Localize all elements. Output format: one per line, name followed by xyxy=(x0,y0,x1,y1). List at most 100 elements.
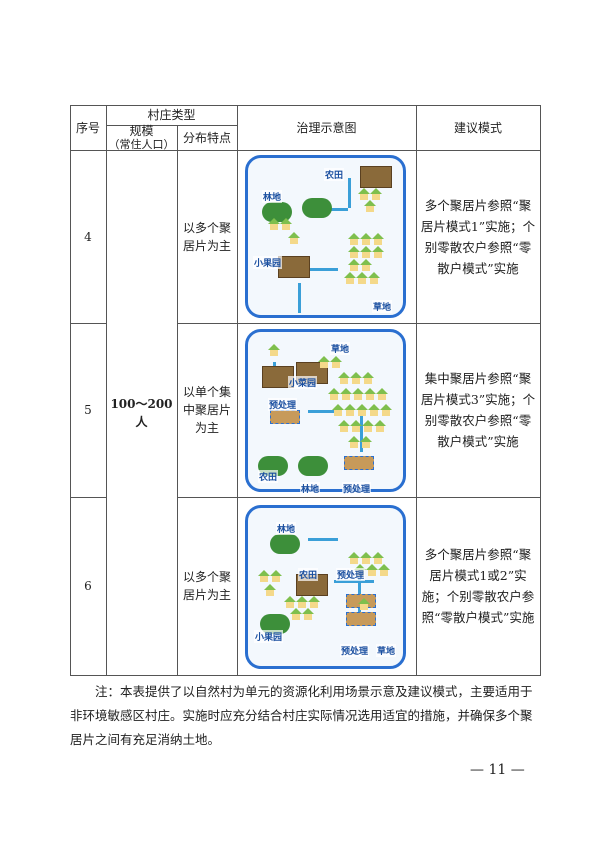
diagram-label: 小果园 xyxy=(254,630,284,643)
house-icon xyxy=(268,218,280,230)
flow-arrow xyxy=(318,208,348,211)
pretreatment-tank-icon xyxy=(344,456,374,470)
pretreatment-tank-icon xyxy=(346,612,376,626)
tree-icon xyxy=(262,202,292,222)
house-icon xyxy=(344,272,356,284)
row-distribution: 以多个聚居片为主 xyxy=(182,220,231,253)
diagram-row-4: 农田 林地 小果园 草地 xyxy=(245,155,406,318)
header-village-type: 村庄类型 xyxy=(147,108,196,122)
flow-arrow xyxy=(308,268,338,271)
tree-icon xyxy=(260,614,290,634)
diagram-label: 林地 xyxy=(262,190,283,203)
table-divider xyxy=(70,497,106,498)
tree-icon xyxy=(302,198,332,218)
house-icon xyxy=(368,404,380,416)
diagram-label: 小果园 xyxy=(253,256,283,269)
house-icon xyxy=(360,552,372,564)
house-icon xyxy=(340,388,352,400)
flow-arrow xyxy=(298,283,301,313)
house-icon xyxy=(370,188,382,200)
house-icon xyxy=(302,608,314,620)
house-icon xyxy=(332,404,344,416)
house-icon xyxy=(284,596,296,608)
diagram-label: 农田 xyxy=(258,470,279,483)
house-icon xyxy=(258,570,270,582)
house-icon xyxy=(350,372,362,384)
field-icon xyxy=(360,166,392,188)
table-border xyxy=(70,105,540,106)
table-divider xyxy=(70,150,540,151)
diagram-label: 小菜园 xyxy=(288,376,318,389)
tree-icon xyxy=(270,534,300,554)
house-icon xyxy=(348,246,360,258)
house-icon xyxy=(360,259,372,271)
header-diagram: 治理示意图 xyxy=(296,120,357,135)
house-icon xyxy=(330,356,342,368)
table-note: 注：本表提供了以自然村为单元的资源化利用场景示意及建议模式，主要适用于非环境敏感… xyxy=(70,684,533,747)
row-mode: 集中聚居片参照“聚居片模式3”实施；个别零散农户参照“零散户模式”实施 xyxy=(420,371,536,449)
house-icon xyxy=(364,388,376,400)
diagram-label: 林地 xyxy=(300,482,321,495)
row-seq: 6 xyxy=(84,579,92,593)
diagram-label: 草地 xyxy=(376,644,397,657)
tree-icon xyxy=(298,456,328,476)
house-icon xyxy=(264,584,276,596)
row-seq: 4 xyxy=(84,229,92,244)
house-icon xyxy=(358,188,370,200)
house-icon xyxy=(270,570,282,582)
row-mode: 多个聚居片参照“聚居片模式1”实施；个别零散农户参照“零散户模式”实施 xyxy=(420,197,536,276)
diagram-row-6: 林地 农田 预处理 小果园 预处理 草地 xyxy=(245,505,406,669)
house-icon xyxy=(268,344,280,356)
diagram-row-5: 草地 小菜园 预处理 农田 林地 预处理 xyxy=(245,329,406,495)
house-icon xyxy=(328,388,340,400)
house-icon xyxy=(372,233,384,245)
house-icon xyxy=(348,259,360,271)
header-seq: 序号 xyxy=(75,120,100,135)
field-icon xyxy=(278,256,310,278)
table-divider xyxy=(106,125,237,126)
diagram-label: 预处理 xyxy=(268,398,298,411)
house-icon xyxy=(290,608,302,620)
table-divider xyxy=(177,125,178,676)
flow-arrow xyxy=(308,410,338,413)
house-icon xyxy=(352,388,364,400)
table-border xyxy=(70,105,71,676)
flow-arrow xyxy=(348,178,351,208)
table-divider xyxy=(106,105,107,676)
house-icon xyxy=(356,404,368,416)
table-divider xyxy=(237,105,238,676)
diagram-label: 预处理 xyxy=(342,482,372,495)
table-border xyxy=(540,105,541,676)
diagram-label: 预处理 xyxy=(336,568,366,581)
header-scale: 规模 （常住人口） xyxy=(106,124,177,151)
house-icon xyxy=(360,246,372,258)
house-icon xyxy=(360,436,372,448)
house-icon xyxy=(366,564,378,576)
table-divider xyxy=(70,323,106,324)
house-icon xyxy=(308,596,320,608)
flow-arrow xyxy=(308,538,338,541)
row-mode: 多个聚居片参照“聚居片模式1或2”实施；个别零散农户参照“零散户模式”实施 xyxy=(421,547,535,625)
diagram-label: 农田 xyxy=(298,568,319,581)
house-icon xyxy=(374,420,386,432)
house-icon xyxy=(372,246,384,258)
house-icon xyxy=(376,388,388,400)
flow-arrow xyxy=(360,412,363,452)
row-distribution: 以多个聚居片为主 xyxy=(182,570,231,602)
table-divider xyxy=(177,497,540,498)
house-icon xyxy=(348,552,360,564)
house-icon xyxy=(338,420,350,432)
diagram-label: 林地 xyxy=(276,522,297,535)
house-icon xyxy=(372,552,384,564)
house-icon xyxy=(368,272,380,284)
page-number: — 11 — xyxy=(470,762,525,778)
house-icon xyxy=(364,200,376,212)
diagram-label: 草地 xyxy=(330,342,351,355)
scale-value: 100～200人 xyxy=(110,396,173,429)
table-divider xyxy=(177,323,540,324)
header-scale-sub: （常住人口） xyxy=(108,137,175,151)
table-border xyxy=(70,675,540,676)
house-icon xyxy=(362,372,374,384)
diagram-label: 草地 xyxy=(372,300,393,313)
